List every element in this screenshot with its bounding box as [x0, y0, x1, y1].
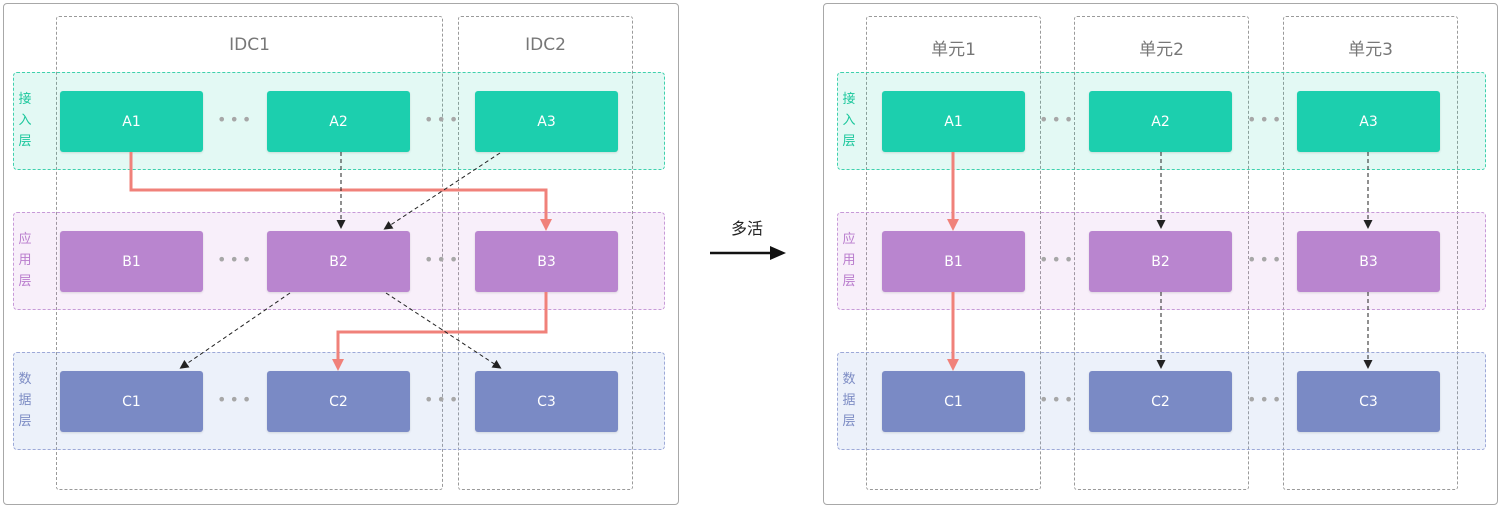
ellipsis: ••• [217, 250, 255, 269]
ellipsis: ••• [1039, 250, 1077, 269]
left-edge-b2-c3 [385, 292, 502, 369]
ellipsis: ••• [424, 110, 462, 129]
right-node-a3: A3 [1297, 91, 1440, 152]
right-column-unit2: 单元2 [1074, 16, 1249, 490]
left-node-a3: A3 [475, 91, 618, 152]
layer-label: 数据层 [18, 372, 32, 429]
ellipsis: ••• [1039, 390, 1077, 409]
right-node-b2: B2 [1089, 231, 1232, 292]
left-node-c2: C2 [267, 371, 410, 432]
right-node-a1: A1 [882, 91, 1025, 152]
right-node-b3: B3 [1297, 231, 1440, 292]
left-node-c3: C3 [475, 371, 618, 432]
column-title: IDC1 [229, 35, 270, 55]
right-node-c2: C2 [1089, 371, 1232, 432]
left-node-b2: B2 [267, 231, 410, 292]
right-node-c3: C3 [1297, 371, 1440, 432]
left-node-a2: A2 [267, 91, 410, 152]
ellipsis: ••• [424, 250, 462, 269]
ellipsis: ••• [1247, 250, 1285, 269]
column-title: 单元3 [1348, 40, 1393, 60]
right-node-b1: B1 [882, 231, 1025, 292]
right-node-c1: C1 [882, 371, 1025, 432]
left-node-b1: B1 [60, 231, 203, 292]
ellipsis: ••• [1247, 110, 1285, 129]
column-title: IDC2 [525, 35, 566, 55]
column-title: 单元2 [1139, 40, 1184, 60]
ellipsis: ••• [217, 390, 255, 409]
left-node-a1: A1 [60, 91, 203, 152]
left-edge-a1-b3 [129, 152, 552, 231]
right-node-a2: A2 [1089, 91, 1232, 152]
left-column-idc2: IDC2 [458, 16, 633, 490]
ellipsis: ••• [424, 390, 462, 409]
layer-label: 接入层 [18, 92, 32, 149]
layer-label: 接入层 [842, 92, 856, 149]
layer-label: 应用层 [18, 232, 32, 289]
left-column-idc1: IDC1 [56, 16, 443, 490]
left-node-b3: B3 [475, 231, 618, 292]
layer-label: 应用层 [842, 232, 856, 289]
left-edge-b2-c1 [179, 292, 291, 369]
ellipsis: ••• [1247, 390, 1285, 409]
ellipsis: ••• [217, 110, 255, 129]
left-edge-a3-b2 [383, 152, 501, 230]
column-title: 单元1 [931, 40, 976, 60]
ellipsis: ••• [1039, 110, 1077, 129]
layer-label: 数据层 [842, 372, 856, 429]
right-column-unit3: 单元3 [1283, 16, 1458, 490]
transition-label: 多活 [731, 219, 764, 238]
left-edge-b3-c2 [332, 292, 548, 371]
left-node-c1: C1 [60, 371, 203, 432]
right-column-unit1: 单元1 [866, 16, 1041, 490]
